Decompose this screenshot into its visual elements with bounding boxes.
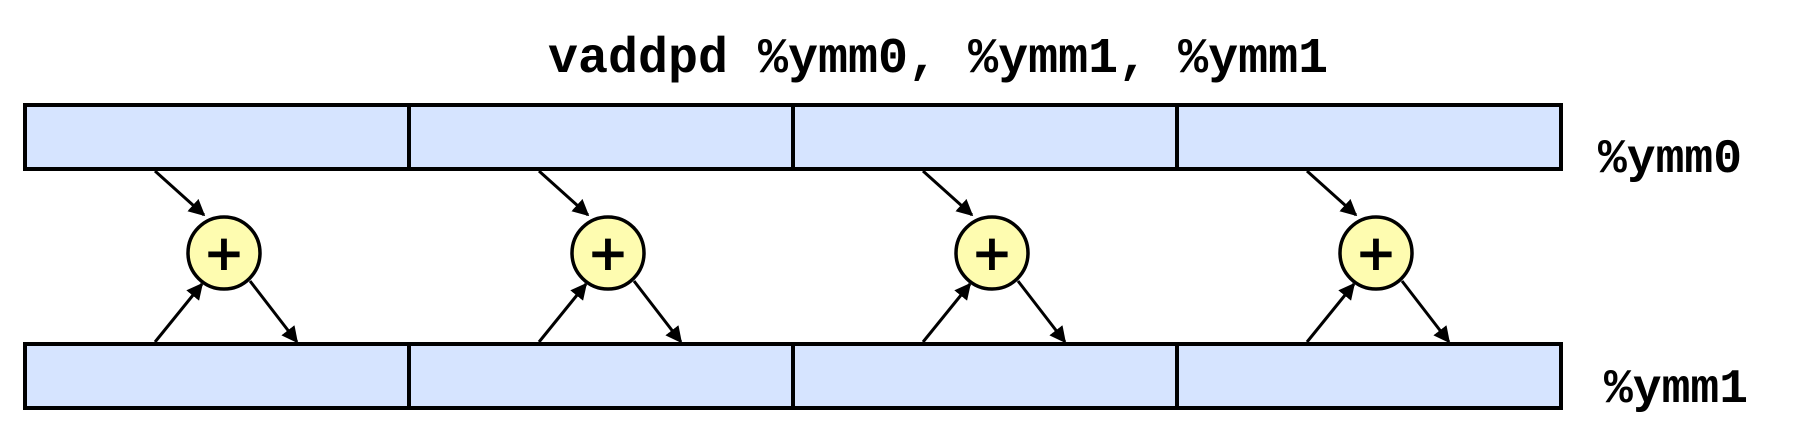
arrow-ymm1-to-adder-3: [1305, 282, 1356, 343]
plus-symbol-2: +: [971, 224, 1013, 282]
lane-3-adder-group: +: [1305, 169, 1451, 344]
arrow-adder-to-ymm1-1: [632, 280, 683, 344]
adder-circle-0: [186, 215, 262, 291]
arrow-ymm0-to-adder-1: [537, 169, 590, 217]
arrow-adder-to-ymm1-3: [1400, 280, 1451, 344]
arrow-ymm0-to-adder-0: [153, 169, 206, 217]
adder-circle-3: [1338, 215, 1414, 291]
ymm0-lane-3: [1175, 103, 1563, 171]
ymm1-lane-0: [23, 342, 411, 410]
ymm0-lane-1: [407, 103, 795, 171]
register-ymm0: [23, 103, 1563, 171]
lane-operations: + + + +: [153, 169, 1451, 344]
arrow-ymm1-to-adder-2: [921, 282, 972, 343]
lane-0-adder-group: +: [153, 169, 299, 344]
plus-symbol-1: +: [587, 224, 629, 282]
adder-circle-2: [954, 215, 1030, 291]
ymm1-lane-1: [407, 342, 795, 410]
arrow-adder-to-ymm1-0: [248, 280, 299, 344]
lane-2-adder-group: +: [921, 169, 1067, 344]
plus-symbol-3: +: [1355, 224, 1397, 282]
arrow-adder-to-ymm1-2: [1016, 280, 1067, 344]
ymm0-lane-0: [23, 103, 411, 171]
plus-symbol-0: +: [203, 224, 245, 282]
arrow-ymm0-to-adder-3: [1305, 169, 1358, 217]
arrow-ymm1-to-adder-0: [153, 282, 204, 343]
ymm1-lane-3: [1175, 342, 1563, 410]
arrow-ymm0-to-adder-2: [921, 169, 974, 217]
ymm1-lane-2: [791, 342, 1179, 410]
ymm0-lane-2: [791, 103, 1179, 171]
adder-circle-1: [570, 215, 646, 291]
register-label-ymm1: %ymm1: [1604, 363, 1748, 417]
instruction-text: vaddpd %ymm0, %ymm1, %ymm1: [548, 31, 1328, 88]
register-label-ymm0: %ymm0: [1598, 133, 1742, 187]
lane-1-adder-group: +: [537, 169, 683, 344]
arrow-ymm1-to-adder-1: [537, 282, 588, 343]
register-ymm1: [23, 342, 1563, 410]
